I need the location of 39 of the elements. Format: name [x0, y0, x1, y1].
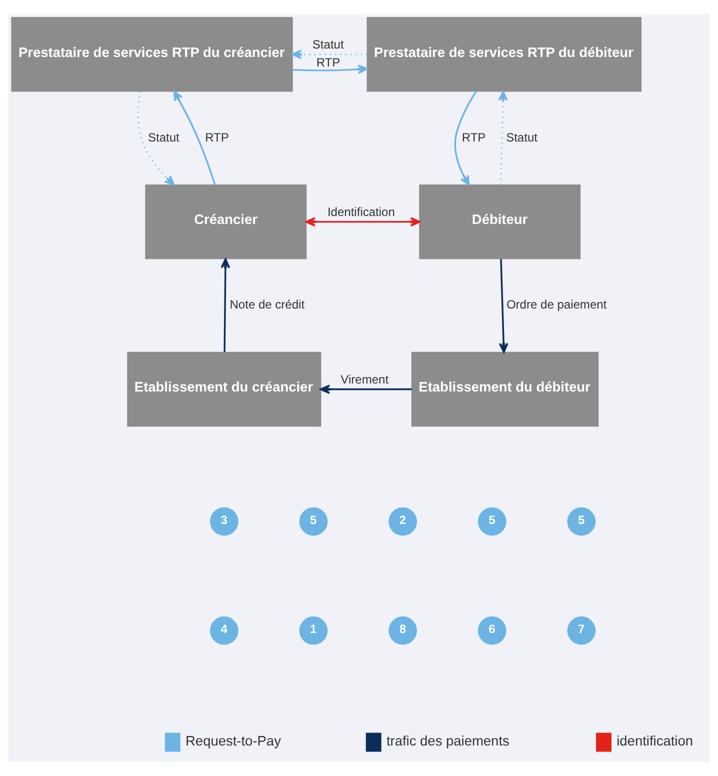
- node-box: Prestataire de services RTP du débiteur: [366, 17, 642, 92]
- arrow: [137, 91, 175, 186]
- edge-label: Statut: [506, 130, 538, 144]
- label: 3: [220, 512, 228, 527]
- node-box: Prestataire de services RTP du créancier: [11, 17, 293, 92]
- arrow: [173, 90, 216, 186]
- label: 1: [310, 622, 317, 636]
- edge-label: RTP: [462, 130, 486, 144]
- edge-label: Virement: [340, 372, 389, 386]
- label: 8: [399, 622, 406, 636]
- node-box: Débiteur: [419, 184, 581, 260]
- edge-label: Ordre de paiement: [506, 298, 607, 312]
- arrow: [305, 217, 420, 227]
- label: 5: [578, 512, 585, 527]
- legend-label: identification: [616, 734, 693, 749]
- label: 4: [220, 622, 228, 636]
- arrow: [498, 90, 508, 185]
- edge-label: Statut: [312, 38, 344, 52]
- legend-label: trafic des paiements: [386, 734, 510, 749]
- node-box: Créancier: [145, 184, 307, 260]
- edge-label: RTP: [205, 130, 229, 144]
- arrow: [292, 50, 367, 60]
- arrow: [292, 64, 368, 74]
- edge-label: RTP: [316, 56, 340, 70]
- edge-label: Note de crédit: [230, 298, 305, 312]
- arrow: [320, 384, 412, 394]
- arrow: [498, 259, 508, 353]
- label: 6: [488, 622, 496, 636]
- edge-label: Identification: [327, 204, 395, 219]
- edge-label: Statut: [148, 130, 180, 144]
- label: 2: [399, 512, 406, 527]
- label: 5: [310, 512, 317, 527]
- node-box: Etablissement du créancier: [127, 352, 322, 427]
- arrow: [220, 258, 230, 352]
- label: 7: [578, 622, 585, 636]
- label: 5: [488, 512, 496, 527]
- legend-label: Request-to-Pay: [186, 734, 281, 749]
- node-box: Etablissement du débiteur: [411, 352, 599, 427]
- arrow: [454, 90, 477, 186]
